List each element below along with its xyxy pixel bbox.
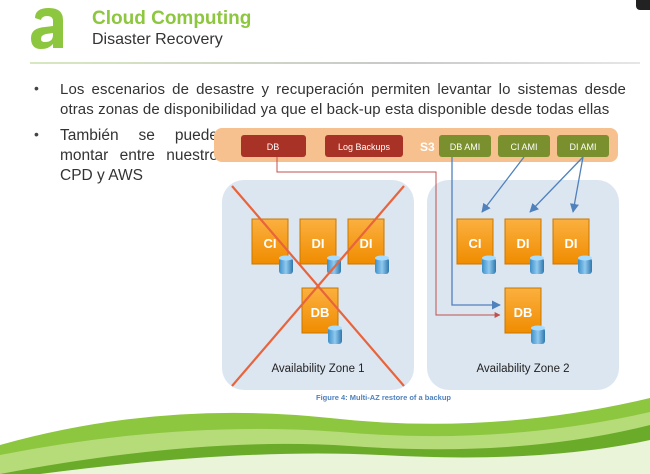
server-db-zone2: DB bbox=[504, 287, 545, 344]
di-ami-label: DI AMI bbox=[569, 142, 596, 152]
arrow-di-ami-to-di bbox=[529, 156, 584, 213]
s3-log-backups-box bbox=[325, 135, 403, 157]
zone-1-label: Availability Zone 1 bbox=[271, 363, 364, 375]
bullet-marker: • bbox=[34, 80, 39, 96]
di-ami-box bbox=[557, 135, 609, 157]
server-di-zone2-b: DI bbox=[552, 218, 592, 274]
s3-db-label: DB bbox=[267, 142, 280, 152]
page-title: Cloud Computing bbox=[92, 8, 252, 29]
server-di-zone1-b: DI bbox=[347, 218, 389, 274]
ci-ami-label: CI AMI bbox=[510, 142, 537, 152]
server-di-zone2: DI bbox=[504, 218, 544, 274]
bullet-marker: • bbox=[34, 126, 39, 142]
arrow-log-backup-to-db bbox=[276, 157, 501, 318]
server-ci-zone1: CI bbox=[251, 218, 293, 274]
server-ci-zone2: CI bbox=[456, 218, 496, 274]
header-divider bbox=[30, 62, 640, 64]
svg-text:CI: CI bbox=[469, 236, 482, 251]
bullet-text-1: Los escenarios de desastre y recuperació… bbox=[60, 81, 626, 118]
svg-text:DI: DI bbox=[517, 236, 530, 251]
page-subtitle: Disaster Recovery bbox=[92, 31, 223, 48]
arrow-di-ami-to-di-b bbox=[569, 156, 584, 213]
s3-label: S3 bbox=[420, 140, 435, 154]
figure-caption: Figure 4: Multi-AZ restore of a backup bbox=[316, 393, 452, 402]
decorative-swoosh bbox=[40, 440, 650, 474]
svg-text:DI: DI bbox=[312, 236, 325, 251]
svg-text:DB: DB bbox=[311, 305, 330, 320]
arrow-ci-ami-to-ci bbox=[481, 156, 525, 213]
svg-text:CI: CI bbox=[264, 236, 277, 251]
availability-zone-2 bbox=[427, 180, 619, 390]
server-di-zone1: DI bbox=[299, 218, 341, 274]
arrow-db-ami-to-db bbox=[451, 157, 501, 310]
s3-db-box bbox=[241, 135, 306, 157]
s3-log-backups-label: Log Backups bbox=[338, 142, 391, 152]
ci-ami-box bbox=[498, 135, 550, 157]
server-db-zone1: DB bbox=[301, 287, 342, 344]
svg-text:DB: DB bbox=[514, 305, 533, 320]
svg-text:DI: DI bbox=[565, 236, 578, 251]
zone-2-label: Availability Zone 2 bbox=[476, 363, 569, 375]
app-logo-icon bbox=[31, 8, 63, 49]
db-ami-label: DB AMI bbox=[450, 142, 481, 152]
db-ami-box bbox=[439, 135, 491, 157]
svg-text:DI: DI bbox=[360, 236, 373, 251]
failure-cross-line bbox=[231, 185, 405, 387]
window-corner bbox=[636, 0, 650, 10]
bullet-text-2: También se puede montar entre nuestro CP… bbox=[60, 127, 218, 184]
